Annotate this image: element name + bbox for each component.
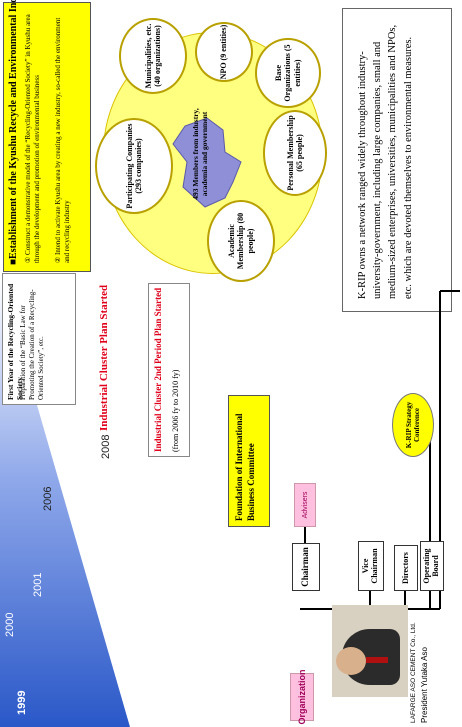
president-photo bbox=[332, 605, 408, 697]
photo-tie bbox=[366, 657, 388, 663]
photo-company: LAFARGE ASO CEMENT Co., Ltd. bbox=[410, 622, 417, 723]
membership-network: 493 Members from industry, academia and … bbox=[95, 18, 327, 282]
photo-face bbox=[336, 647, 366, 675]
org-operating-board: Operating Board bbox=[420, 541, 444, 591]
org-strategy-conference: K-RIP Strategy Conference bbox=[392, 393, 434, 457]
org-vice-chairman: Vice Chairman bbox=[358, 541, 384, 591]
org-chairman: Chairman bbox=[292, 543, 320, 591]
org-directors: Directors bbox=[394, 545, 418, 591]
org-advisers: Advisers bbox=[294, 483, 316, 527]
kyushu-map-icon bbox=[172, 117, 242, 208]
photo-person: President Yutaka Aso bbox=[420, 647, 429, 723]
